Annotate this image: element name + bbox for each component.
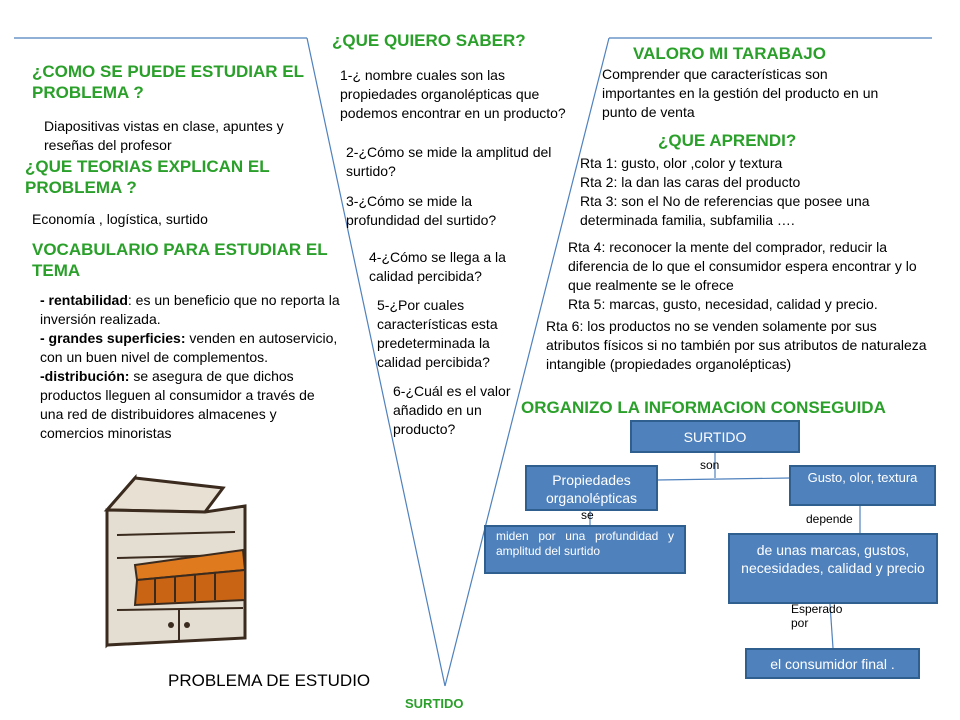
vocab-item: - grandes superficies: venden en autoser… xyxy=(40,330,338,365)
answers-1-3: Rta 1: gusto, olor ,color y textura Rta … xyxy=(580,155,870,228)
value-work-title: VALORO MI TARABAJO xyxy=(633,44,826,63)
how-study-text: Diapositivas vistas en clase, apuntes y … xyxy=(44,118,284,153)
how-study-title: ¿COMO SE PUEDE ESTUDIAR EL PROBLEMA ? xyxy=(32,62,304,102)
question-4: 4-¿Cómo se llega a la calidad percibida? xyxy=(369,249,506,284)
building-illustration xyxy=(103,474,247,649)
theories-title: ¿QUE TEORIAS EXPLICAN EL PROBLEMA ? xyxy=(25,157,270,197)
problem-label: PROBLEMA DE ESTUDIO xyxy=(168,671,371,690)
question-6: 6-¿Cuál es el valor añadido en un produc… xyxy=(393,383,511,437)
vocab-item: -distribución: se asegura de que dichos … xyxy=(40,368,315,441)
want-to-know-title: ¿QUE QUIERO SABER? xyxy=(332,31,526,50)
node-propiedades: Propiedades organolépticas xyxy=(525,465,658,511)
organize-title: ORGANIZO LA INFORMACION CONSEGUIDA xyxy=(521,398,886,417)
question-5: 5-¿Por cuales características esta prede… xyxy=(377,297,498,370)
question-2: 2-¿Cómo se mide la amplitud del surtido? xyxy=(346,144,552,179)
vocab-item: - rentabilidad: es un beneficio que no r… xyxy=(40,292,340,327)
theories-text: Economía , logística, surtido xyxy=(32,211,208,227)
value-work-text: Comprender que características son impor… xyxy=(602,66,879,120)
link-label-depende: depende xyxy=(806,512,853,526)
node-consumidor: el consumidor final . xyxy=(745,648,920,679)
vocab-title: VOCABULARIO PARA ESTUDIAR EL TEMA xyxy=(32,240,328,280)
learned-title: ¿QUE APRENDI? xyxy=(658,131,797,150)
answers-4-5: Rta 4: reconocer la mente del comprador,… xyxy=(568,239,917,312)
node-miden: miden por una profundidad y amplitud del… xyxy=(484,525,686,574)
link-label-son: son xyxy=(700,458,720,472)
link-label-se: se xyxy=(581,508,594,522)
link-label-esperado: Esperado por xyxy=(791,602,843,630)
v-bottom-label: SURTIDO xyxy=(405,696,464,711)
node-marcas: de unas marcas, gustos, necesidades, cal… xyxy=(728,533,938,604)
vocab-list: - rentabilidad: es un beneficio que no r… xyxy=(40,291,340,443)
node-surtido: SURTIDO xyxy=(630,420,800,453)
node-gusto: Gusto, olor, textura xyxy=(789,465,936,506)
question-1: 1-¿ nombre cuales son las propiedades or… xyxy=(340,67,566,121)
answers-6: Rta 6: los productos no se venden solame… xyxy=(546,318,927,372)
question-3: 3-¿Cómo se mide la profundidad del surti… xyxy=(346,193,497,228)
